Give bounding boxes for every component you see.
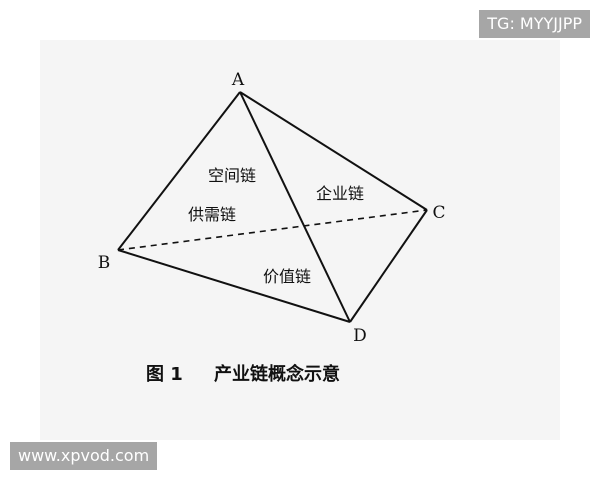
edge-b-d	[117, 249, 351, 323]
vertex-label-d: D	[353, 326, 367, 346]
edge-b-c-hidden	[117, 209, 428, 251]
edge-a-c	[239, 91, 428, 211]
face-label-value-chain: 价值链	[263, 267, 311, 286]
vertex-label-b: B	[98, 253, 111, 273]
face-label-supply-demand-chain: 供需链	[188, 205, 236, 224]
edge-a-d	[239, 91, 351, 323]
vertex-label-a: A	[231, 70, 245, 90]
edge-c-d	[349, 209, 428, 323]
watermark-top-right: TG: MYYJJPP	[479, 10, 590, 38]
face-label-spatial-chain: 空间链	[208, 166, 256, 185]
figure-caption-number: 图 1	[146, 364, 183, 385]
vertex-label-c: C	[432, 203, 445, 223]
watermark-bottom-left: www.xpvod.com	[10, 442, 158, 470]
face-label-enterprise-chain: 企业链	[316, 184, 364, 203]
figure-caption-title: 产业链概念示意	[214, 363, 340, 385]
edge-a-b	[117, 91, 241, 251]
